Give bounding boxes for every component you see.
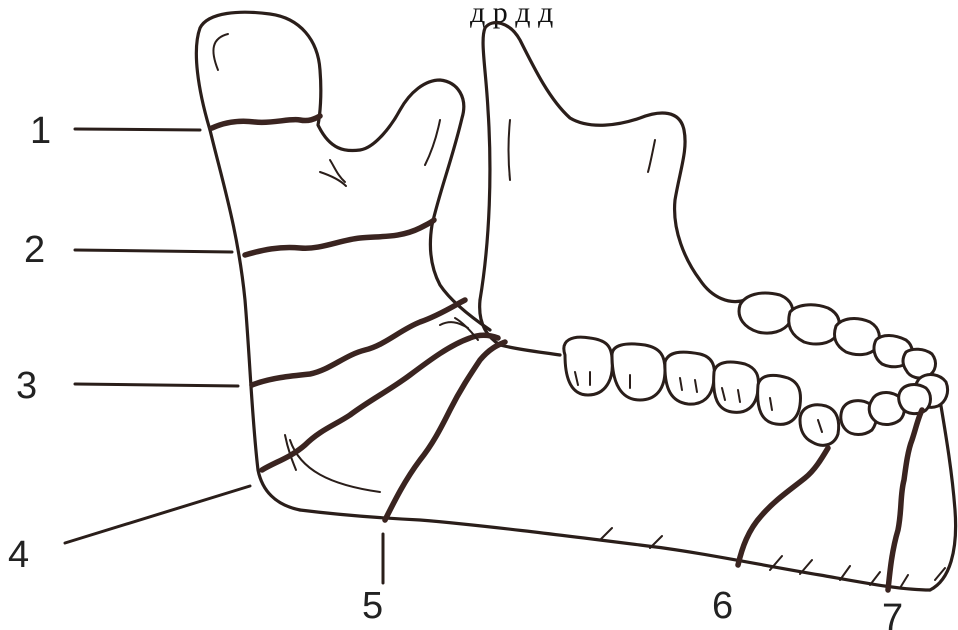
label-4: 4	[8, 534, 29, 576]
leader-1	[75, 129, 200, 130]
near-ramus	[196, 12, 490, 510]
label-5: 5	[362, 585, 383, 627]
fracture-7-midline	[888, 410, 922, 590]
label-7: 7	[882, 597, 903, 630]
label-6: 6	[712, 585, 733, 627]
fracture-6-canine-region	[738, 448, 828, 565]
fracture-5-body	[385, 342, 505, 520]
leader-4	[65, 486, 250, 543]
fracture-2-condylar-neck	[245, 220, 434, 255]
near-teeth	[564, 337, 839, 445]
label-2: 2	[24, 229, 45, 271]
number-labels: 1 2 3 4 5 6 7	[8, 110, 903, 630]
fracture-1-condylar-head	[212, 116, 320, 128]
far-ramus	[480, 23, 745, 355]
leader-3	[75, 384, 238, 386]
cropped-caption-text: д р д д	[470, 0, 553, 29]
label-1: 1	[30, 110, 51, 152]
label-3: 3	[16, 365, 37, 407]
fracture-4-angle	[262, 335, 498, 470]
fracture-3-ramus-base	[252, 300, 465, 385]
leader-2	[75, 250, 232, 252]
